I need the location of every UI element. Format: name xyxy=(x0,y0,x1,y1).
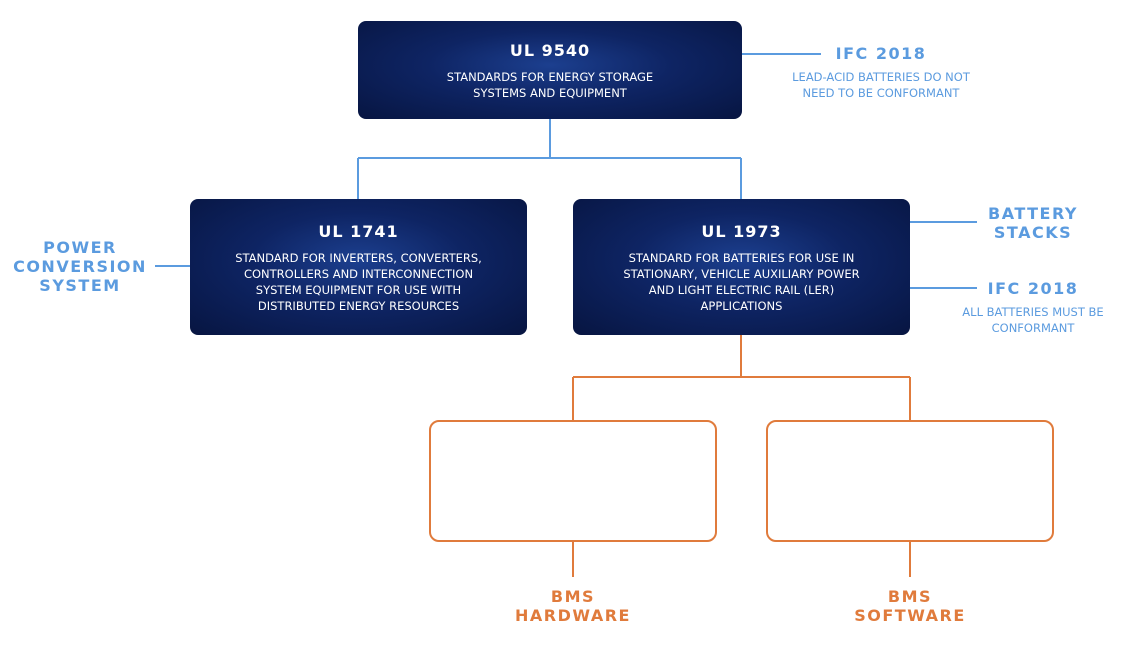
ul9540-code: UL 9540 xyxy=(509,41,591,60)
bms-hardware-label: BMS HARDWARE xyxy=(515,587,631,625)
connector-ul9540-children xyxy=(357,119,742,199)
ul1741-box: UL 1741 STANDARD FOR INVERTERS, CONVERTE… xyxy=(190,199,527,335)
bms-software-label: BMS SOFTWARE xyxy=(854,587,966,625)
ul1973-code: UL 1973 xyxy=(701,222,782,241)
bms-software-box xyxy=(766,420,1054,542)
bms-hardware-box xyxy=(429,420,717,542)
ul1973-description: STANDARD FOR BATTERIES FOR USE IN STATIO… xyxy=(623,251,860,313)
ifc-top-note: LEAD-ACID BATTERIES DO NOT NEED TO BE CO… xyxy=(792,70,970,100)
ifc-right-note: ALL BATTERIES MUST BE CONFORMANT xyxy=(962,305,1104,335)
ul9540-box: UL 9540 STANDARDS FOR ENERGY STORAGE SYS… xyxy=(358,21,742,119)
ul1741-description: STANDARD FOR INVERTERS, CONVERTERS, CONT… xyxy=(235,251,482,313)
power-conversion-label: POWER CONVERSION SYSTEM xyxy=(13,238,147,295)
battery-stacks-label: BATTERY STACKS xyxy=(988,204,1078,242)
ul1741-code: UL 1741 xyxy=(318,222,399,241)
ifc-right-title: IFC 2018 xyxy=(987,279,1079,298)
connector-ul1973-bms xyxy=(572,335,911,420)
ul1973-box: UL 1973 STANDARD FOR BATTERIES FOR USE I… xyxy=(573,199,910,335)
ifc-top-title: IFC 2018 xyxy=(835,44,927,63)
ul9540-description: STANDARDS FOR ENERGY STORAGE SYSTEMS AND… xyxy=(446,70,654,100)
